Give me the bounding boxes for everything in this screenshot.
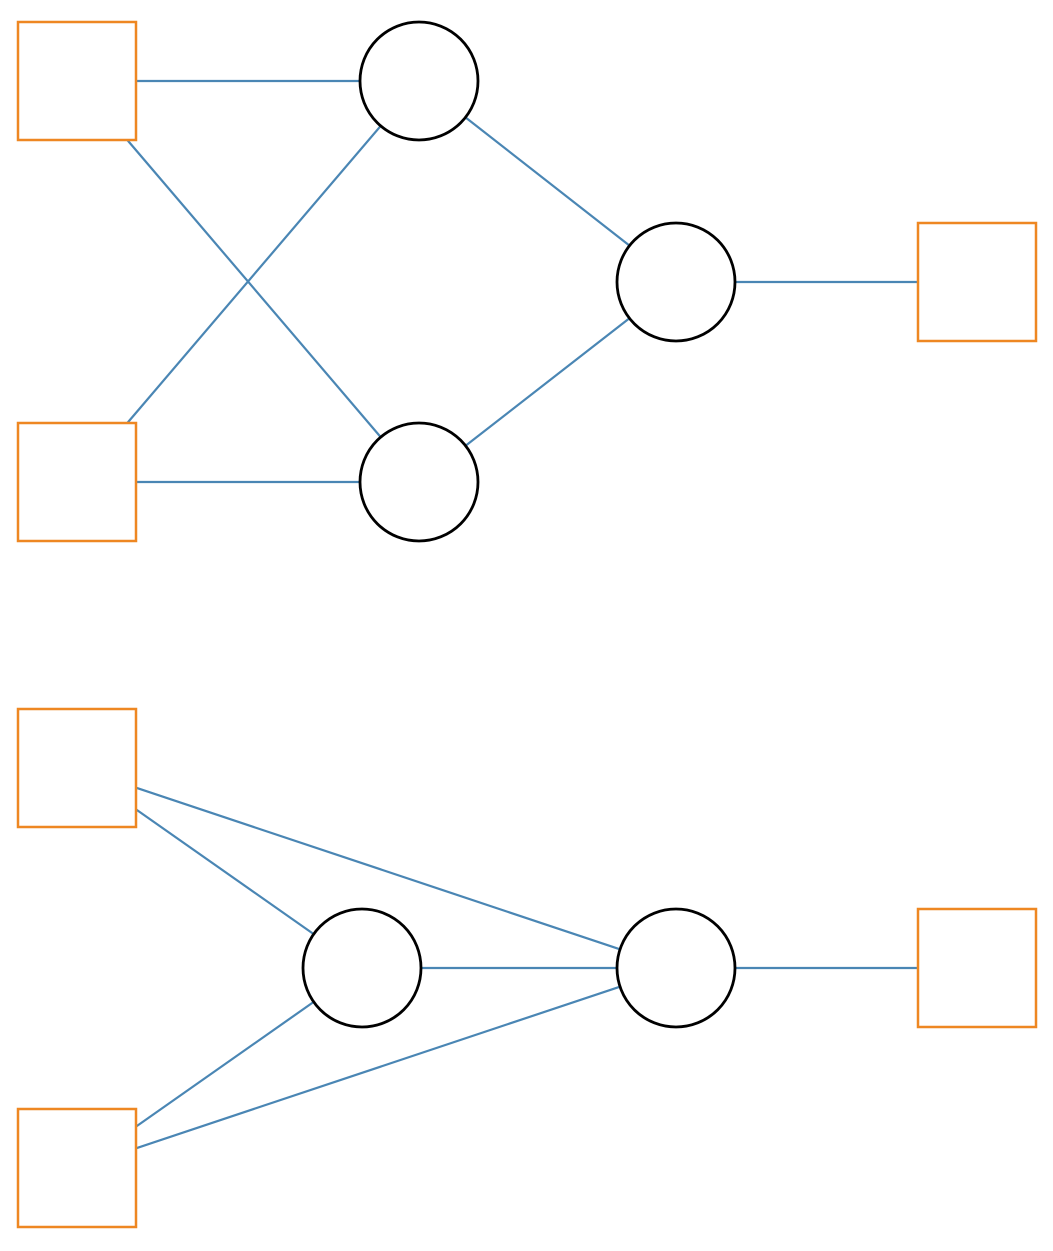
edge-in1-h1 xyxy=(135,808,315,936)
edge-h1-h3 xyxy=(464,116,631,247)
edge-in1-h2 xyxy=(126,139,382,438)
hidden-node-h2 xyxy=(615,907,737,1029)
edge-in2-h1 xyxy=(126,125,382,424)
hidden-node-h1 xyxy=(358,20,480,142)
input-node-in1 xyxy=(16,707,138,829)
input-node-in1 xyxy=(16,20,138,142)
output-node-out xyxy=(916,221,1038,343)
edge-in2-h1 xyxy=(135,1000,315,1128)
skip-connection-network-diagram xyxy=(16,707,1038,1229)
input-node-in2 xyxy=(16,1107,138,1229)
edge-in2-h2 xyxy=(135,985,621,1150)
edge-in1-h2 xyxy=(135,786,621,951)
layered-network-diagram xyxy=(16,20,1038,543)
input-node-in2 xyxy=(16,421,138,543)
output-node-out xyxy=(916,907,1038,1029)
hidden-node-h3 xyxy=(615,221,737,343)
hidden-node-h2 xyxy=(358,421,480,543)
edge-h2-h3 xyxy=(464,317,631,447)
hidden-node-h1 xyxy=(301,907,423,1029)
